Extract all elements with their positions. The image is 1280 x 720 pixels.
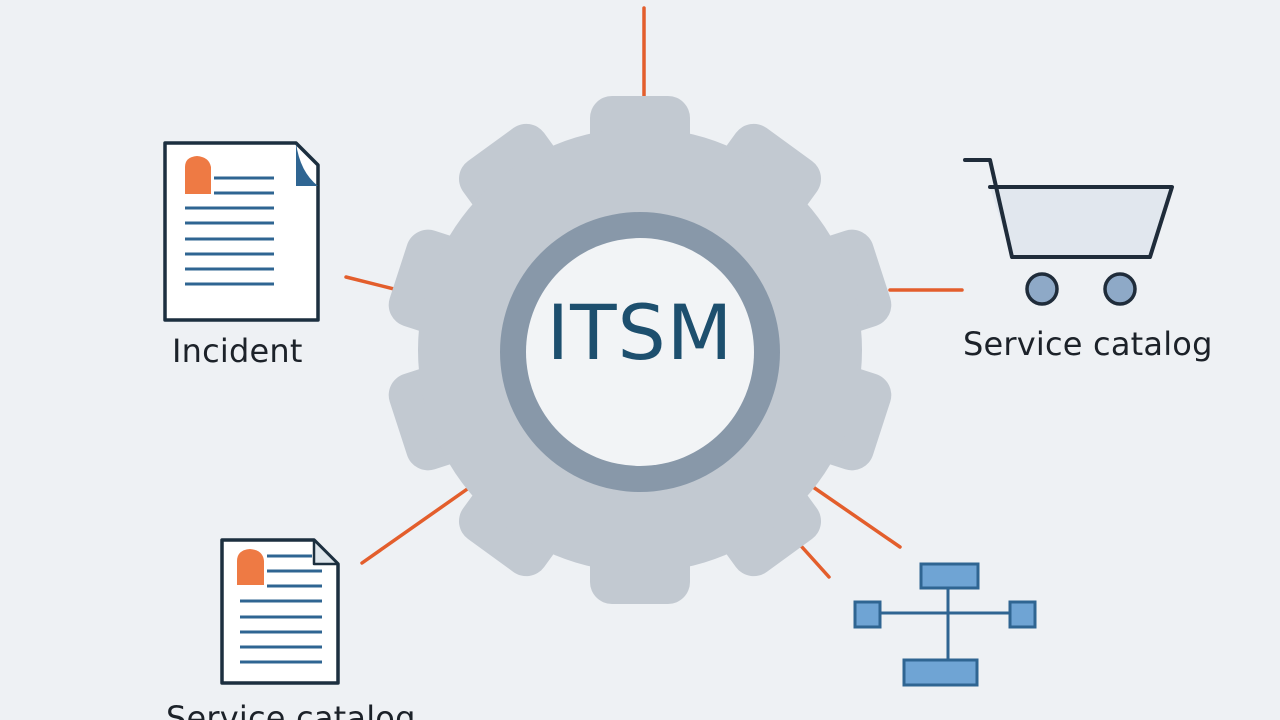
incident-label: Incident <box>172 332 303 370</box>
gear-center <box>526 238 754 466</box>
org-chart-icon <box>853 562 1037 687</box>
gear-icon <box>388 96 892 604</box>
connector-hierarchy-a <box>798 476 902 549</box>
bottom-document-label: Service catalog <box>166 699 416 720</box>
bottom-document-icon <box>220 538 340 685</box>
shopping-cart-icon <box>963 158 1174 306</box>
connector-document-bottom <box>360 483 475 565</box>
center-title: ITSM <box>546 288 734 377</box>
connector-incident <box>344 275 404 293</box>
service-catalog-label: Service catalog <box>963 325 1213 363</box>
incident-document-icon <box>163 141 320 322</box>
